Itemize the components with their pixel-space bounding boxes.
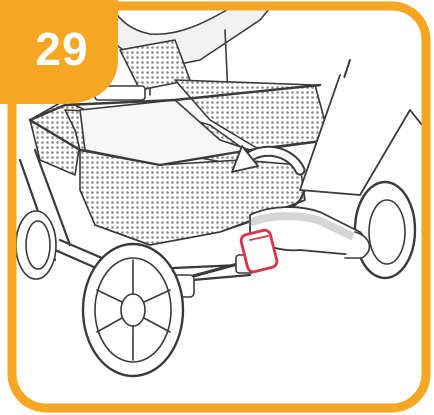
rear-wheel-right <box>355 182 415 278</box>
step-number: 29 <box>27 22 97 76</box>
rear-wheel-left <box>83 244 183 376</box>
